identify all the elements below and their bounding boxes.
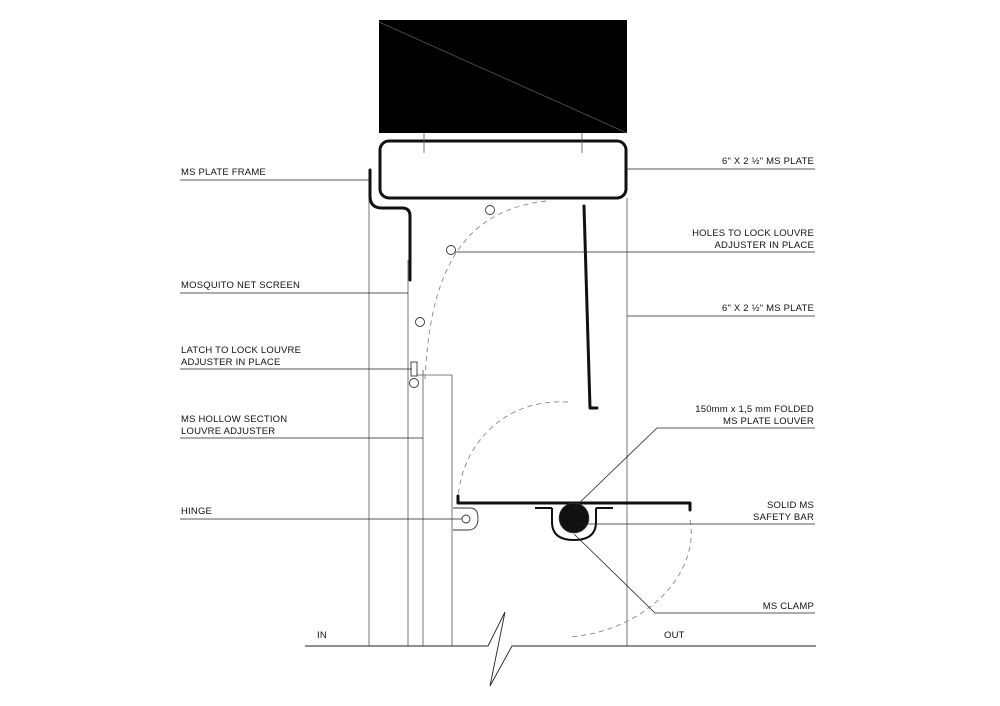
label-ms-clamp: MS CLAMP bbox=[763, 601, 814, 612]
label-louver-line2: MS PLATE LOUVER bbox=[723, 416, 814, 427]
label-ms-plate-top: 6" X 2 ½" MS PLATE bbox=[722, 156, 814, 167]
label-hollow-line2: LOUVRE ADJUSTER bbox=[181, 426, 275, 437]
label-latch-line1: LATCH TO LOCK LOUVRE bbox=[181, 345, 301, 356]
top-ms-plate-frame bbox=[378, 133, 628, 200]
floor-line bbox=[305, 611, 816, 687]
safety-bar-assembly bbox=[535, 502, 613, 542]
frame-jambs bbox=[368, 170, 628, 646]
louvre-swing-arcs bbox=[424, 200, 692, 638]
label-holes-line2: ADJUSTER IN PLACE bbox=[715, 240, 814, 251]
louvre-blade-upper bbox=[582, 204, 599, 410]
lock-holes bbox=[415, 205, 495, 327]
label-safety-line2: SAFETY BAR bbox=[753, 512, 814, 523]
right-labels: 6" X 2 ½" MS PLATE HOLES TO LOCK LOUVRE … bbox=[692, 156, 814, 612]
label-latch-line2: ADJUSTER IN PLACE bbox=[181, 357, 280, 368]
latch bbox=[409, 361, 419, 388]
left-labels: MS PLATE FRAME MOSQUITO NET SCREEN LATCH… bbox=[181, 167, 301, 517]
label-holes-line1: HOLES TO LOCK LOUVRE bbox=[692, 228, 814, 239]
side-labels: IN OUT bbox=[317, 630, 685, 641]
label-louver-line1: 150mm x 1,5 mm FOLDED bbox=[695, 404, 814, 415]
lintel-block bbox=[378, 20, 628, 134]
label-ms-plate-side: 6" X 2 ½" MS PLATE bbox=[722, 303, 814, 314]
label-in: IN bbox=[317, 630, 327, 641]
leader-lines bbox=[180, 168, 815, 614]
label-ms-plate-frame: MS PLATE FRAME bbox=[181, 167, 266, 178]
label-safety-line1: SOLID MS bbox=[767, 500, 814, 511]
label-hollow-line1: MS HOLLOW SECTION bbox=[181, 414, 287, 425]
label-mosquito-net-screen: MOSQUITO NET SCREEN bbox=[181, 280, 300, 291]
label-out: OUT bbox=[664, 630, 685, 641]
ms-plate-frame-bent bbox=[368, 168, 412, 282]
label-hinge: HINGE bbox=[181, 506, 212, 517]
